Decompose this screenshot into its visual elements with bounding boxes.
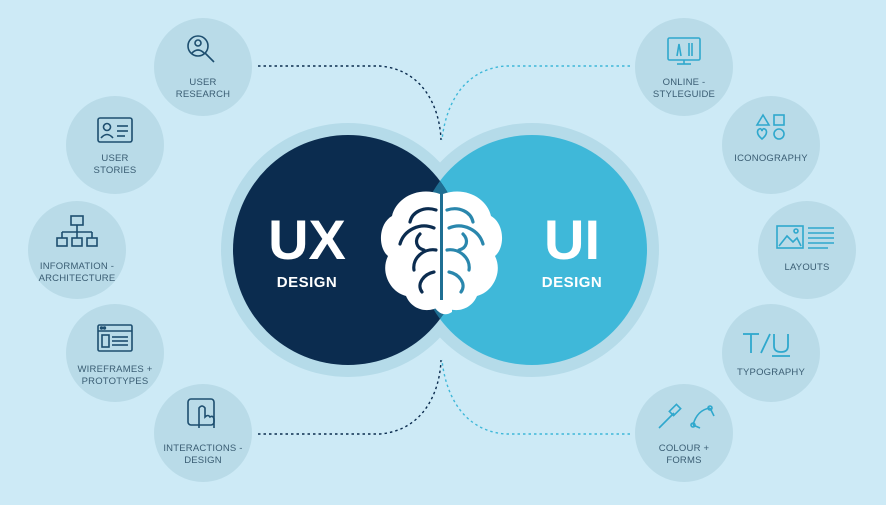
connector-ui-bottom	[441, 359, 630, 435]
pipette-pen-icon	[658, 403, 715, 429]
node-online-styleguide-label-2: STYLEGUIDE	[653, 89, 715, 100]
sitemap-icon	[56, 215, 98, 247]
ux-circle	[233, 135, 463, 365]
connector-ux-top	[258, 65, 442, 141]
layout-image-icon	[776, 225, 834, 249]
ux-nodes: USER RESEARCH USER STORIES	[28, 18, 252, 482]
node-wireframes-prototypes-label-2: PROTOTYPES	[82, 376, 149, 387]
connector-ui-top	[441, 65, 630, 141]
node-layouts[interactable]: LAYOUTS	[758, 201, 856, 299]
node-user-research-label-1: USER	[189, 77, 216, 88]
node-wireframes-prototypes-label-1: WIREFRAMES +	[78, 364, 153, 375]
ux-subtitle: DESIGN	[277, 274, 338, 291]
browser-window-icon	[97, 324, 133, 352]
node-wireframes-prototypes[interactable]: WIREFRAMES + PROTOTYPES	[66, 304, 164, 402]
node-user-research-label-2: RESEARCH	[176, 89, 230, 100]
connectors	[258, 65, 630, 435]
ux-title: UX	[268, 208, 346, 271]
magnifier-person-icon	[187, 35, 215, 63]
typography-icon	[743, 333, 790, 357]
node-interactions-design[interactable]: INTERACTIONS - DESIGN	[154, 384, 252, 482]
node-layouts-label: LAYOUTS	[784, 262, 829, 273]
node-user-stories-label-1: USER	[101, 153, 128, 164]
node-iconography-label: ICONOGRAPHY	[734, 153, 808, 164]
ui-subtitle: DESIGN	[542, 274, 603, 291]
node-typography[interactable]: TYPOGRAPHY	[722, 304, 820, 402]
node-user-stories[interactable]: USER STORIES	[66, 96, 164, 194]
node-user-research[interactable]: USER RESEARCH	[154, 18, 252, 116]
node-colour-forms-label-2: FORMS	[666, 455, 701, 466]
brain-icon	[380, 191, 503, 315]
node-typography-label: TYPOGRAPHY	[737, 367, 805, 378]
node-user-stories-label-2: STORIES	[94, 165, 137, 176]
ui-nodes: ONLINE - STYLEGUIDE ICONOGRAPHY	[635, 18, 856, 482]
main-circles	[221, 123, 659, 377]
shapes-icon	[755, 113, 785, 141]
node-colour-forms[interactable]: COLOUR + FORMS	[635, 384, 733, 482]
node-information-architecture[interactable]: INFORMATION - ARCHITECTURE	[28, 201, 126, 299]
node-online-styleguide[interactable]: ONLINE - STYLEGUIDE	[635, 18, 733, 116]
id-card-icon	[97, 117, 133, 143]
node-interactions-design-label-1: INTERACTIONS -	[163, 443, 242, 454]
ui-circle	[417, 135, 647, 365]
node-online-styleguide-label-1: ONLINE -	[663, 77, 706, 88]
node-information-architecture-label-2: ARCHITECTURE	[39, 273, 116, 284]
monitor-tools-icon	[667, 37, 701, 65]
node-interactions-design-label-2: DESIGN	[184, 455, 222, 466]
ui-title: UI	[544, 208, 600, 271]
node-colour-forms-label-1: COLOUR +	[659, 443, 710, 454]
touch-hand-icon	[187, 398, 215, 428]
node-iconography[interactable]: ICONOGRAPHY	[722, 96, 820, 194]
connector-ux-bottom	[258, 359, 442, 435]
node-information-architecture-label-1: INFORMATION -	[40, 261, 114, 272]
